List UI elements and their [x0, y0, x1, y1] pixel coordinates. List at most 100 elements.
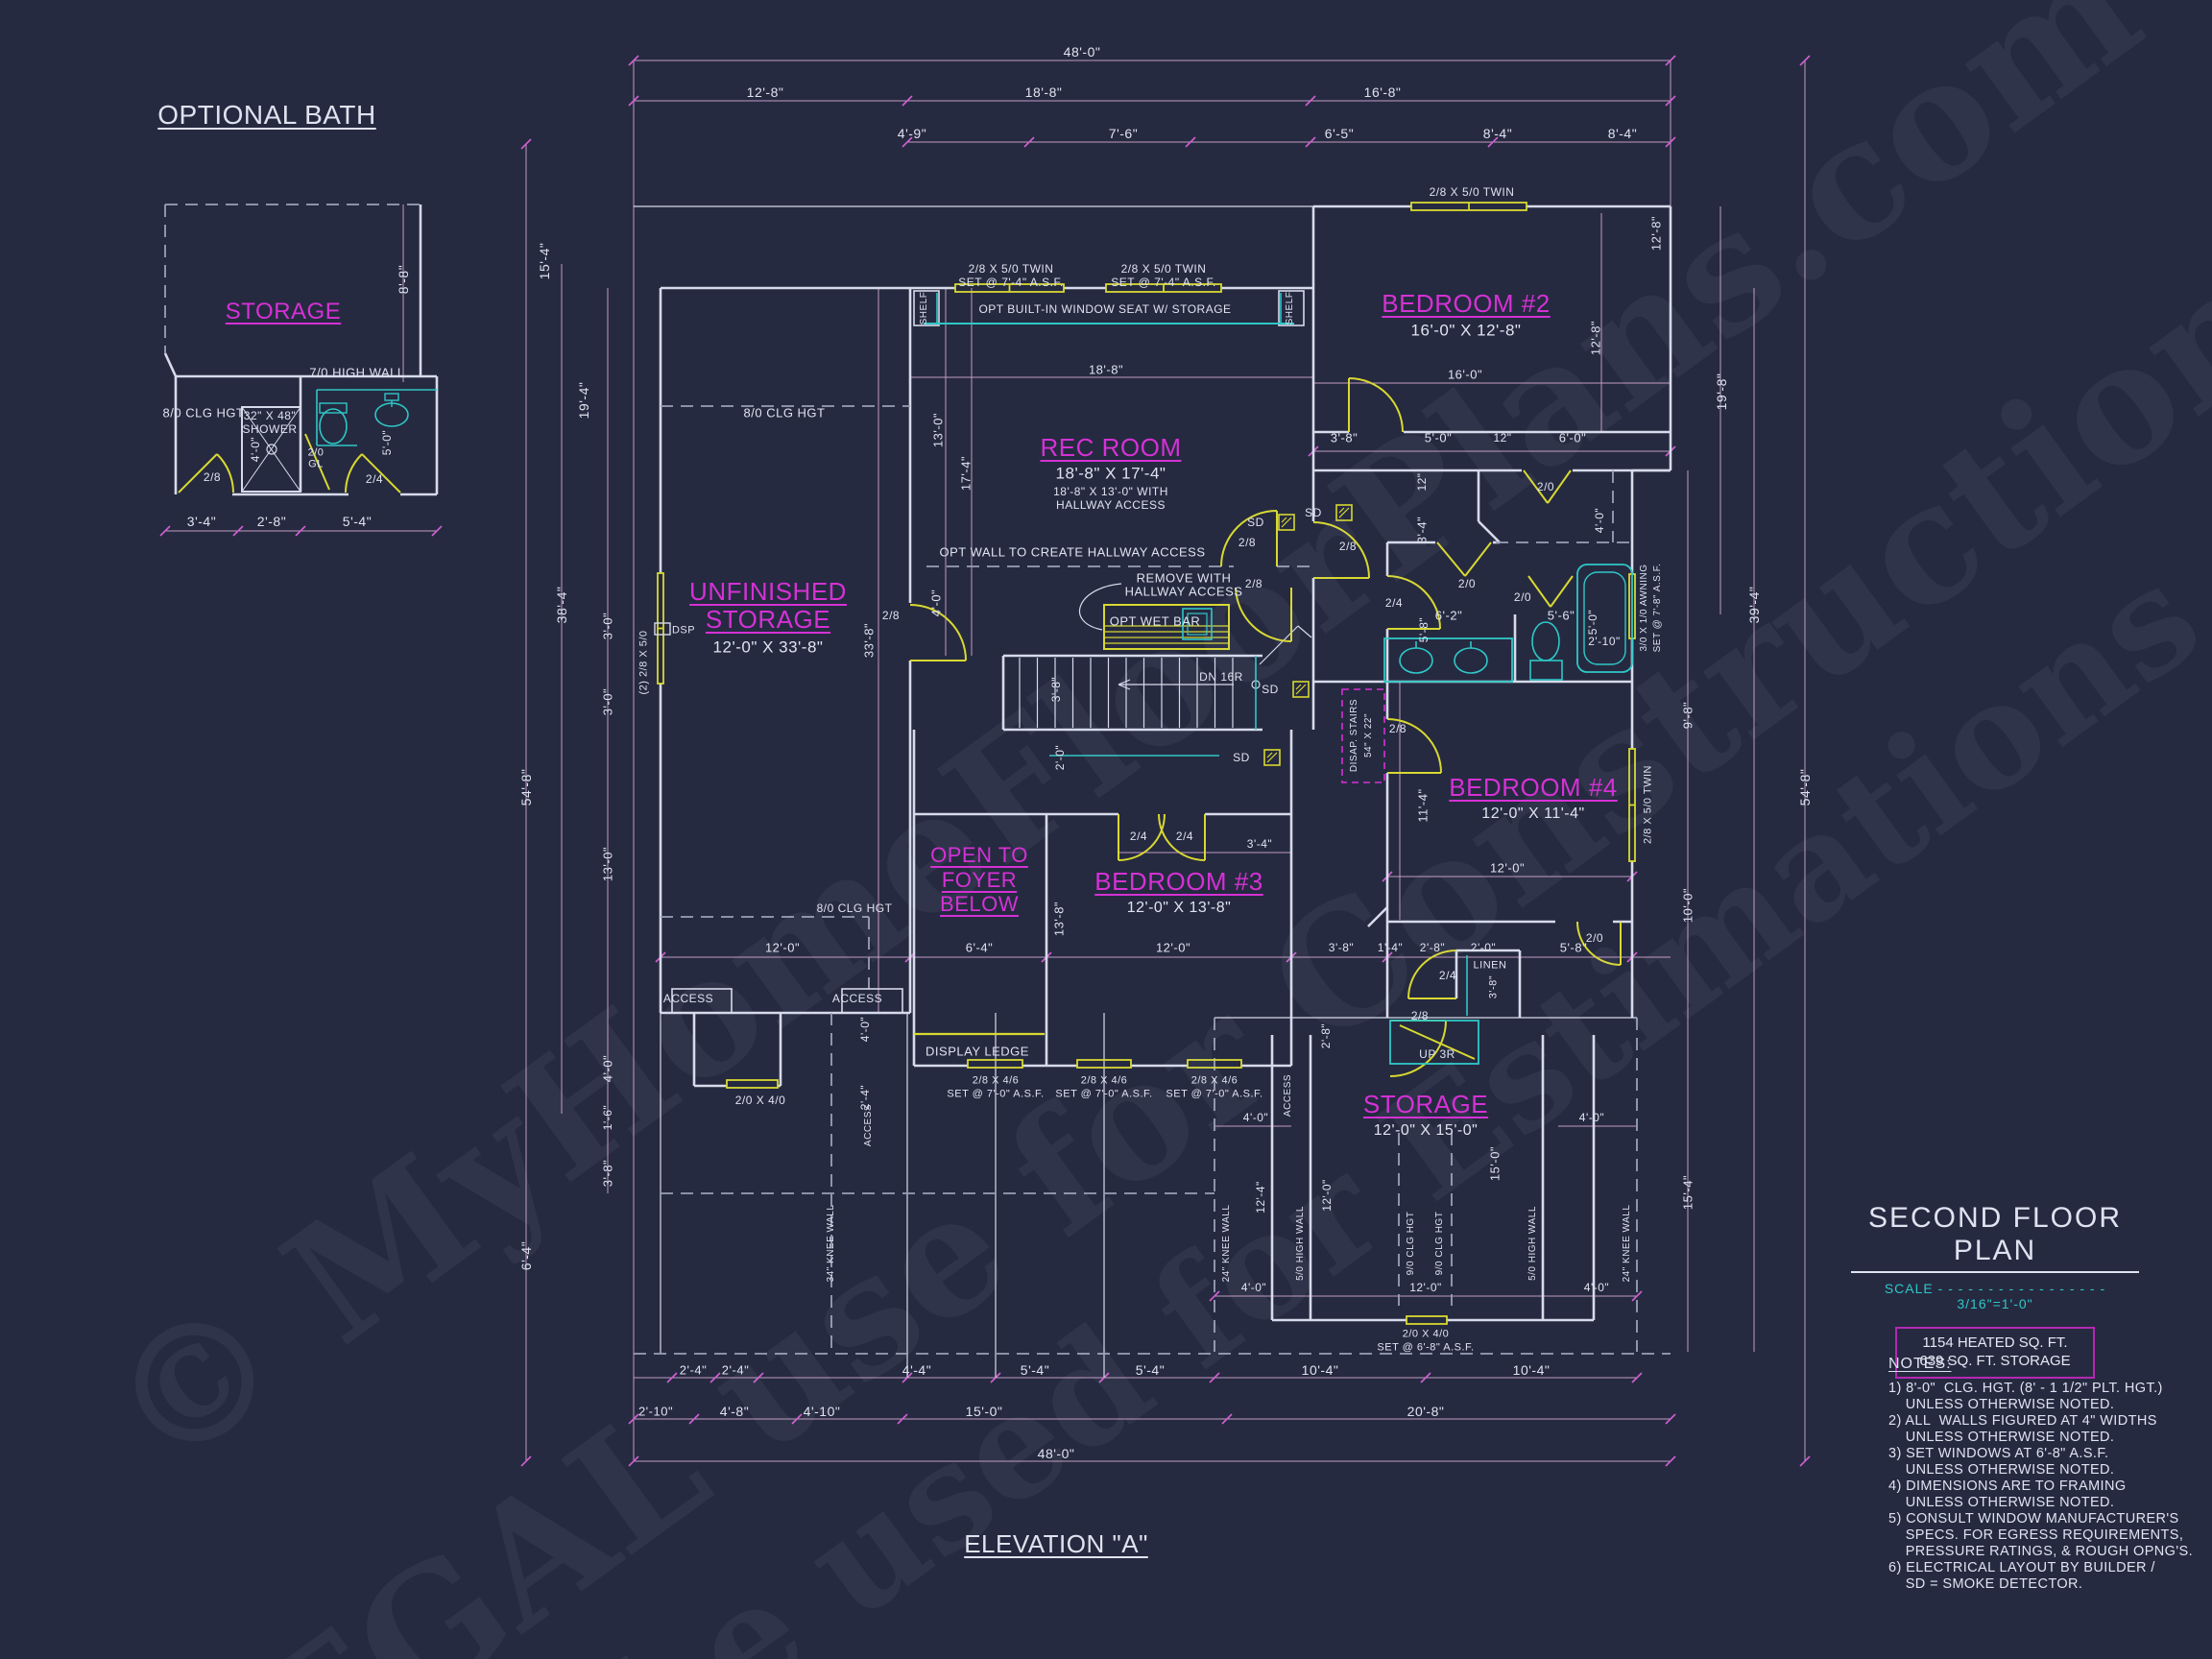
plan-label: 12" — [1415, 472, 1429, 492]
plan-label: 2/4 — [1384, 596, 1404, 610]
heated-sqft: 1154 HEATED SQ. FT. — [1922, 1334, 2068, 1351]
plan-label: 4'-0" — [1583, 1281, 1610, 1294]
plan-label: 24" KNEE WALL — [1221, 1204, 1232, 1283]
plan-label: 34" KNEE WALL — [826, 1204, 836, 1283]
plan-label: 3'-4" — [1414, 516, 1430, 544]
plan-label: BEDROOM #3 — [1094, 867, 1263, 896]
notes-lines: 1) 8'-0" CLG. HGT. (8' - 1 1/2" PLT. HGT… — [1888, 1381, 2212, 1593]
plan-label: GL — [308, 458, 324, 470]
plan-label: 48'-0" — [1063, 44, 1101, 60]
plan-label: UNFINISHED — [689, 577, 847, 606]
plan-label: ELEVATION "A" — [964, 1529, 1148, 1558]
plan-label: 5'-0" — [1424, 430, 1453, 445]
note-line: UNLESS OTHERWISE NOTED. — [1888, 1430, 2115, 1445]
plan-label: 2/4 — [1438, 969, 1457, 982]
plan-label: 10'-4" — [1512, 1362, 1551, 1378]
plan-label: 12'-0" — [764, 940, 801, 955]
note-line: 3) SET WINDOWS AT 6'-8" A.S.F. — [1888, 1446, 2109, 1461]
plan-label: 6'-2" — [1434, 608, 1463, 623]
plan-label: 39'-4" — [1746, 586, 1762, 624]
plan-label: 32" X 48" — [243, 409, 297, 422]
plan-label: 13'-0" — [930, 412, 946, 448]
plan-label: 2/4 — [365, 472, 384, 486]
plan-label: 13'-8" — [1051, 901, 1067, 937]
plan-label: 2/8 — [1244, 577, 1263, 590]
plan-label: DISAP. STAIRS — [1349, 698, 1359, 773]
plan-label: DN 16R — [1199, 670, 1243, 684]
plan-label: SET @ 7'-8" A.S.F. — [1652, 563, 1663, 653]
plan-label: 12'-0" — [1489, 860, 1526, 876]
plan-label: 3'-0" — [600, 687, 615, 716]
plan-label: UP 3R — [1419, 1047, 1455, 1061]
plan-label: 2'-10" — [1588, 635, 1621, 648]
plan-label: (2) 2/8 X 5/0 — [637, 630, 650, 695]
plan-label: 24" KNEE WALL — [1622, 1204, 1632, 1283]
plan-label: BELOW — [940, 892, 1019, 916]
note-line: 4) DIMENSIONS ARE TO FRAMING — [1888, 1479, 2127, 1494]
plan-label: 8/0 CLG HGT — [816, 902, 893, 915]
plan-label: 10'-0" — [1680, 887, 1695, 924]
plan-label: SET @ 7'-4" A.S.F. — [1111, 276, 1216, 289]
plan-label: OPTIONAL BATH — [157, 100, 376, 130]
plan-label: 4'-10" — [803, 1404, 841, 1419]
plan-label: 2/4 — [1129, 830, 1148, 843]
plan-label: 19'-8" — [1714, 373, 1729, 411]
plan-label: SD — [1233, 751, 1250, 764]
plan-label: 2'-8" — [1319, 1022, 1333, 1049]
plan-label: 11'-4" — [1415, 788, 1431, 823]
plan-label: 3'-4" — [186, 514, 217, 529]
plan-label: 12" — [1493, 431, 1512, 445]
plan-label: FOYER — [941, 868, 1018, 892]
plan-label: 5'-0" — [380, 429, 394, 456]
note-line: UNLESS OTHERWISE NOTED. — [1888, 1495, 2115, 1510]
plan-label: 5'-4" — [342, 514, 373, 529]
sheet-title: SECOND FLOOR PLAN — [1851, 1202, 2139, 1273]
plan-label: 38'-4" — [554, 586, 569, 624]
plan-label: 2/8 X 5/0 TWIN — [1642, 765, 1654, 844]
plan-label: 5'-4" — [1020, 1362, 1050, 1378]
plan-label: BEDROOM #2 — [1382, 289, 1551, 318]
note-line: UNLESS OTHERWISE NOTED. — [1888, 1462, 2115, 1478]
plan-label: HALLWAY ACCESS — [1124, 584, 1243, 599]
plan-label: 5'-8" — [1417, 616, 1431, 643]
plan-label: 12'-4" — [1254, 1181, 1267, 1214]
plan-label: 8/0 CLG HGT — [743, 405, 826, 421]
plan-label: BEDROOM #4 — [1449, 773, 1618, 802]
plan-label: 2'-4" — [721, 1362, 750, 1378]
plan-label: 54'-8" — [518, 768, 534, 806]
plan-label: 12'-0" X 33'-8" — [712, 637, 824, 657]
note-line: 2) ALL WALLS FIGURED AT 4" WIDTHS — [1888, 1413, 2157, 1429]
plan-label: 12'-0" X 15'-0" — [1373, 1122, 1479, 1139]
plan-label: 2/8 X 4/6 — [1190, 1074, 1238, 1087]
plan-label: 8'-8" — [396, 264, 411, 295]
plan-label: 33'-8" — [861, 622, 877, 659]
plan-label: DSP — [671, 624, 696, 637]
plan-label: STORAGE — [225, 299, 342, 325]
plan-label: 2/8 X 5/0 TWIN — [1120, 262, 1207, 276]
plan-label: 2/8 X 5/0 TWIN — [968, 262, 1054, 276]
plan-label: SHELF — [919, 291, 929, 325]
plan-label: SD — [1305, 506, 1322, 519]
plan-label: 2/0 X 4/0 — [734, 1094, 786, 1107]
plan-label: 15'-4" — [1680, 1174, 1695, 1211]
plan-label: 8/0 CLG HGT — [162, 405, 245, 421]
plan-label: 2'-4" — [679, 1362, 708, 1378]
plan-label: SD — [1247, 516, 1264, 529]
plan-label: OPEN TO — [930, 843, 1028, 867]
plan-label: 2/4 — [1175, 830, 1194, 843]
plan-label: 6'-4" — [965, 940, 994, 955]
plan-label: 54" X 22" — [1363, 712, 1374, 758]
plan-label: 15'-0" — [1487, 1145, 1503, 1182]
plan-label: 4'-0" — [1240, 1281, 1267, 1294]
note-line: SD = SMOKE DETECTOR. — [1888, 1576, 2083, 1592]
note-line: 1) 8'-0" CLG. HGT. (8' - 1 1/2" PLT. HGT… — [1888, 1381, 2163, 1396]
plan-label: ACCESS — [662, 992, 714, 1005]
plan-label: 2/0 — [1513, 590, 1532, 604]
plan-label: 4'-0" — [1578, 1111, 1605, 1124]
plan-label: DISPLAY LEDGE — [926, 1044, 1029, 1059]
plan-label: 2/0 — [1457, 577, 1477, 590]
plan-label: 3'-8" — [1049, 676, 1063, 703]
plan-label: 4'-4" — [902, 1362, 932, 1378]
